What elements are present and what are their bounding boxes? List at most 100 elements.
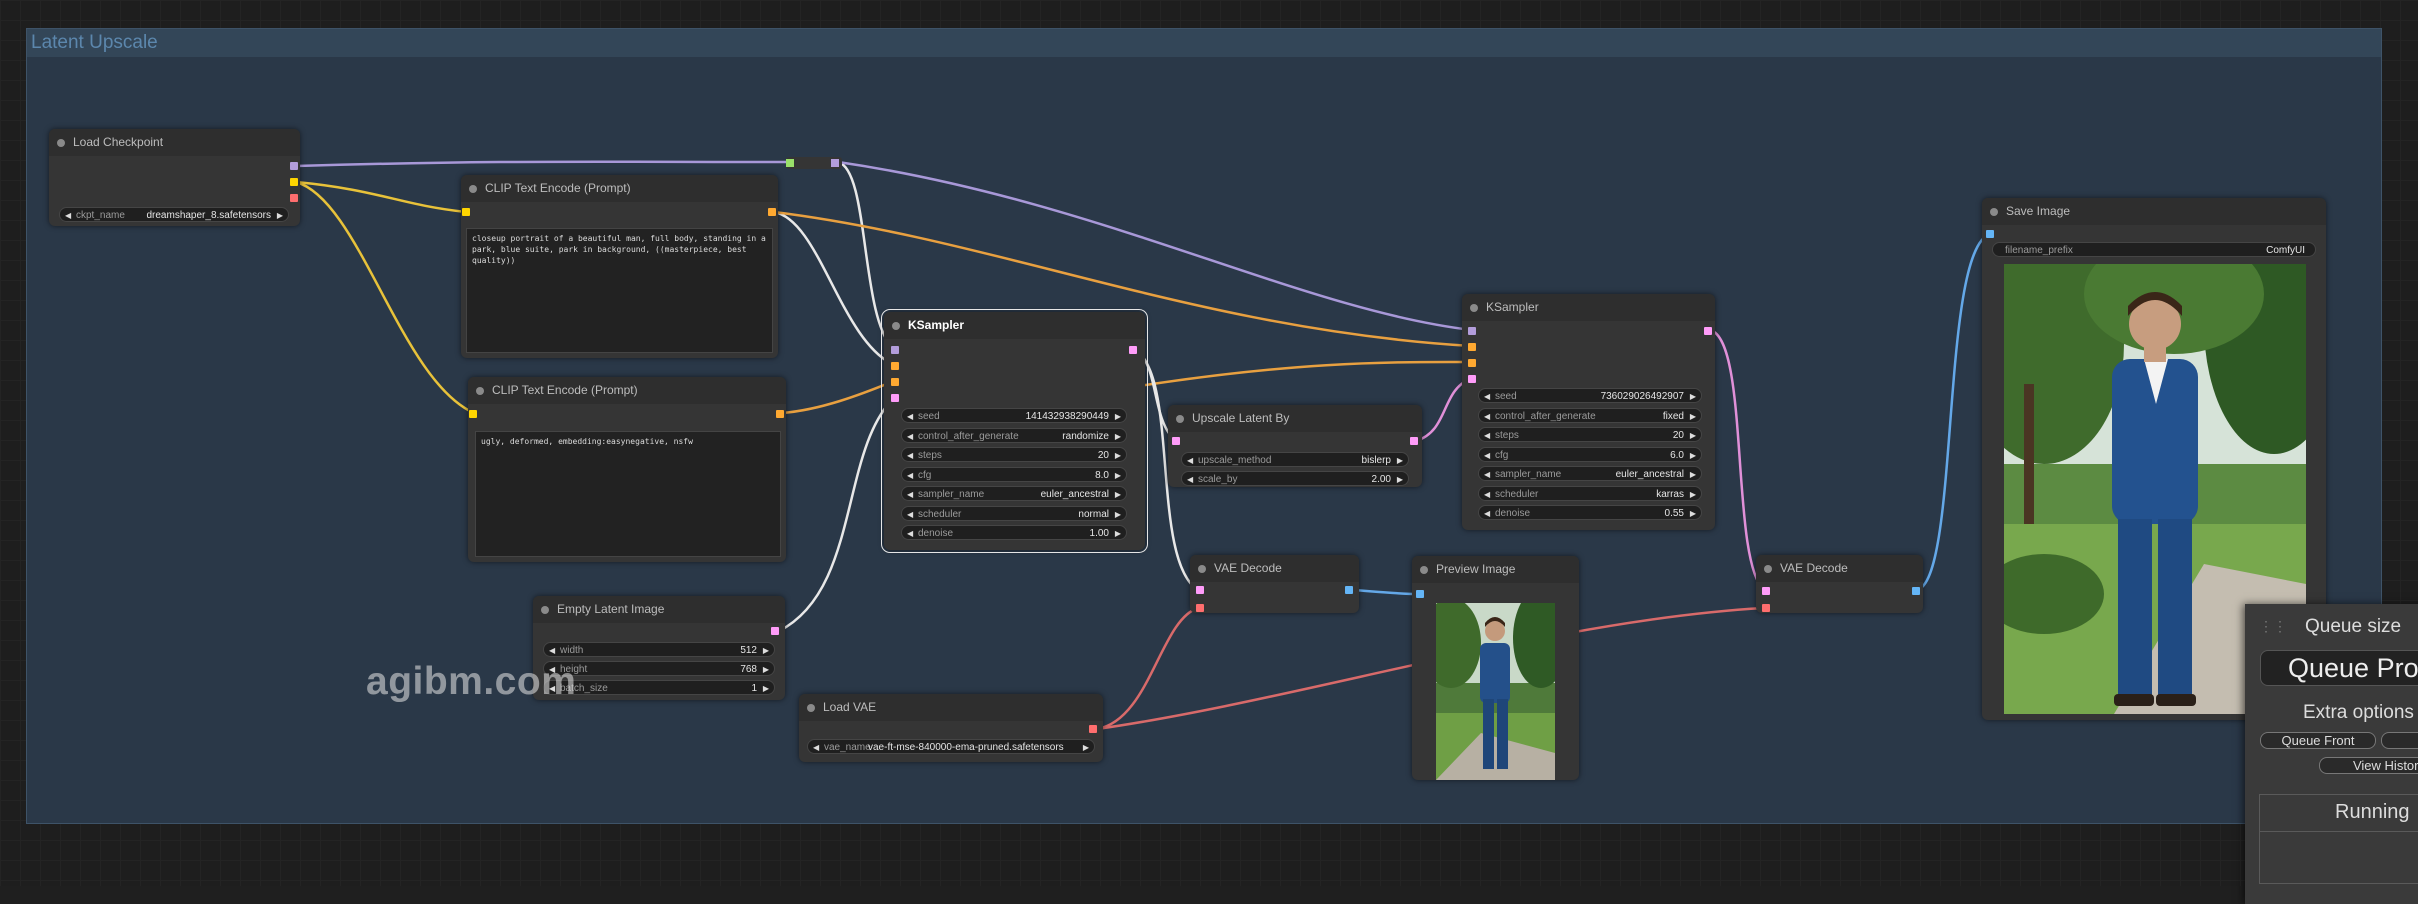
node-title: KSampler: [908, 318, 965, 332]
group-title: Latent Upscale: [31, 32, 158, 53]
vae-decode-node-2[interactable]: VAE Decode: [1756, 555, 1923, 613]
queue-front-button[interactable]: Queue Front: [2260, 732, 2376, 749]
output-conditioning[interactable]: [768, 208, 776, 216]
output-latent[interactable]: [1129, 346, 1137, 354]
node-title: Empty Latent Image: [557, 602, 665, 616]
input-samples[interactable]: [1762, 587, 1770, 595]
output-image[interactable]: [1345, 586, 1353, 594]
input-latent-image[interactable]: [891, 394, 899, 402]
view-history-button[interactable]: View History: [2319, 757, 2418, 774]
view-queue-button[interactable]: [2381, 732, 2418, 749]
link-ksampler1-vaedecode1: [1131, 347, 1200, 592]
node-title: Upscale Latent By: [1192, 411, 1290, 425]
vae-decode-node-1[interactable]: VAE Decode: [1190, 555, 1359, 613]
link-model-ksampler2: [836, 160, 1474, 332]
input-model[interactable]: [891, 346, 899, 354]
input-vae[interactable]: [1196, 604, 1204, 612]
node-title: Load VAE: [823, 700, 877, 714]
link-model-ksampler1: [836, 160, 896, 351]
clip-text-encode-positive-node[interactable]: CLIP Text Encode (Prompt) closeup portra…: [461, 175, 778, 358]
watermark-text: agibm.com: [366, 660, 577, 703]
node-title: Save Image: [2006, 204, 2071, 218]
preview-image-thumbnail[interactable]: [1436, 603, 1555, 780]
input-negative[interactable]: [1468, 359, 1476, 367]
running-queue-list: Running: [2259, 794, 2418, 884]
link-pos-ksampler1: [772, 210, 896, 367]
queue-size-label: Queue size: [2305, 616, 2402, 637]
input-vae[interactable]: [1762, 604, 1770, 612]
link-ksampler2-vaedecode2: [1708, 328, 1766, 592]
input-images[interactable]: [1986, 230, 1994, 238]
prompt-textarea[interactable]: ugly, deformed, embedding:easynegative, …: [475, 431, 781, 557]
output-vae[interactable]: [290, 194, 298, 202]
output-conditioning[interactable]: [776, 410, 784, 418]
node-title: Load Checkpoint: [73, 135, 164, 149]
node-title: KSampler: [1486, 300, 1539, 314]
clip-text-encode-negative-node[interactable]: CLIP Text Encode (Prompt) ugly, deformed…: [468, 377, 786, 562]
node-title: CLIP Text Encode (Prompt): [492, 383, 638, 397]
link-vae-vaedecode1: [1095, 606, 1200, 731]
output-clip[interactable]: [290, 178, 298, 186]
output-vae[interactable]: [1089, 725, 1097, 733]
node-title: Preview Image: [1436, 562, 1516, 576]
node-title: VAE Decode: [1214, 561, 1282, 575]
preview-image-node[interactable]: Preview Image: [1412, 556, 1579, 780]
input-clip[interactable]: [469, 410, 477, 418]
link-vaedecode1-preview: [1352, 588, 1420, 596]
input-clip[interactable]: [462, 208, 470, 216]
output-latent[interactable]: [1704, 327, 1712, 335]
input-samples[interactable]: [1196, 586, 1204, 594]
input-images[interactable]: [1416, 590, 1424, 598]
output-latent[interactable]: [771, 627, 779, 635]
output-image[interactable]: [1912, 587, 1920, 595]
prompt-textarea[interactable]: closeup portrait of a beautiful man, ful…: [466, 228, 773, 353]
input-latent-image[interactable]: [1468, 375, 1476, 383]
input-positive[interactable]: [1468, 343, 1476, 351]
drag-handle-icon[interactable]: ⋮⋮: [2259, 618, 2287, 634]
link-pos-ksampler2: [772, 210, 1474, 348]
link-neg-ksampler1: [780, 379, 896, 415]
link-clip-pos: [294, 180, 468, 214]
extra-options-checkbox[interactable]: Extra options: [2303, 702, 2414, 723]
running-header: Running: [2260, 795, 2418, 832]
input-negative[interactable]: [891, 378, 899, 386]
output-model[interactable]: [290, 162, 298, 170]
group-header[interactable]: Latent Upscale: [27, 29, 2381, 57]
input-positive[interactable]: [891, 362, 899, 370]
input-samples[interactable]: [1172, 437, 1180, 445]
output-latent[interactable]: [1410, 437, 1418, 445]
input-model[interactable]: [1468, 327, 1476, 335]
queue-prompt-button[interactable]: Queue Prompt: [2260, 650, 2418, 686]
queue-panel[interactable]: ⋮⋮ Queue size Queue Prompt Extra options…: [2245, 604, 2418, 904]
link-vaedecode2-save: [1915, 232, 1992, 592]
link-model-reroute: [294, 160, 790, 168]
